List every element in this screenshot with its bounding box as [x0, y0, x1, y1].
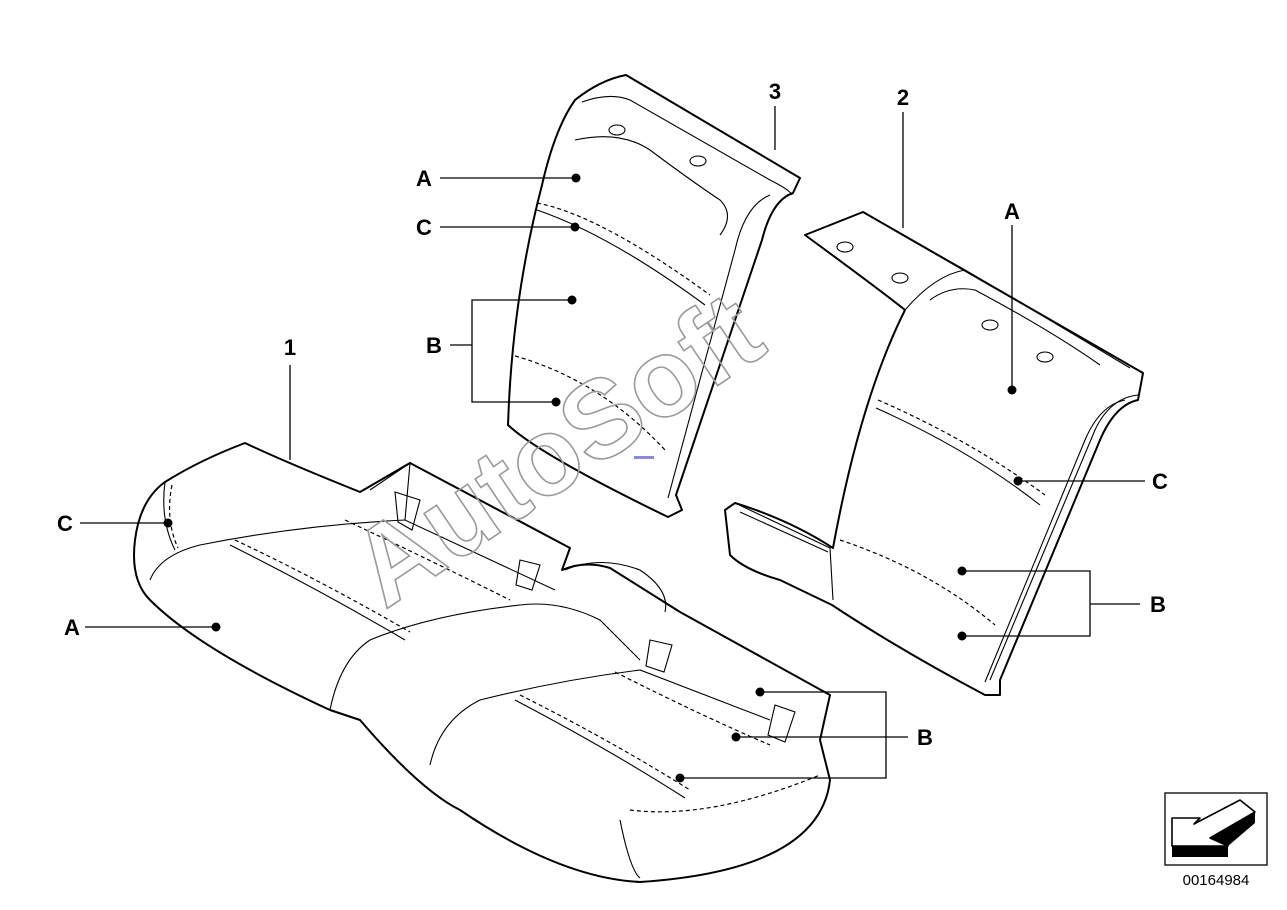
part-number-1: 1 [284, 335, 296, 360]
marker [634, 456, 654, 459]
label-b-cushion: B [917, 725, 933, 750]
backrest-left-part-3 [507, 74, 801, 518]
leader-lines [80, 106, 1145, 779]
seat-cushion-part-1 [133, 442, 831, 883]
diagram-id: 00164984 [1183, 872, 1250, 889]
part-number-3: 3 [769, 79, 781, 104]
label-b-backrest-right: B [1150, 592, 1166, 617]
arrow-icon[interactable] [1164, 792, 1268, 866]
label-c-backrest-left: C [416, 215, 432, 240]
label-a-backrest-left: A [416, 166, 432, 191]
leader-dots [163, 173, 1023, 783]
label-b-backrest-left: B [426, 333, 442, 358]
backrest-right-part-2 [724, 211, 1144, 696]
label-c-cushion: C [57, 511, 73, 536]
label-a-cushion: A [64, 615, 80, 640]
part-number-2: 2 [897, 85, 909, 110]
label-c-backrest-right: C [1152, 469, 1168, 494]
label-a-backrest-right: A [1004, 199, 1020, 224]
